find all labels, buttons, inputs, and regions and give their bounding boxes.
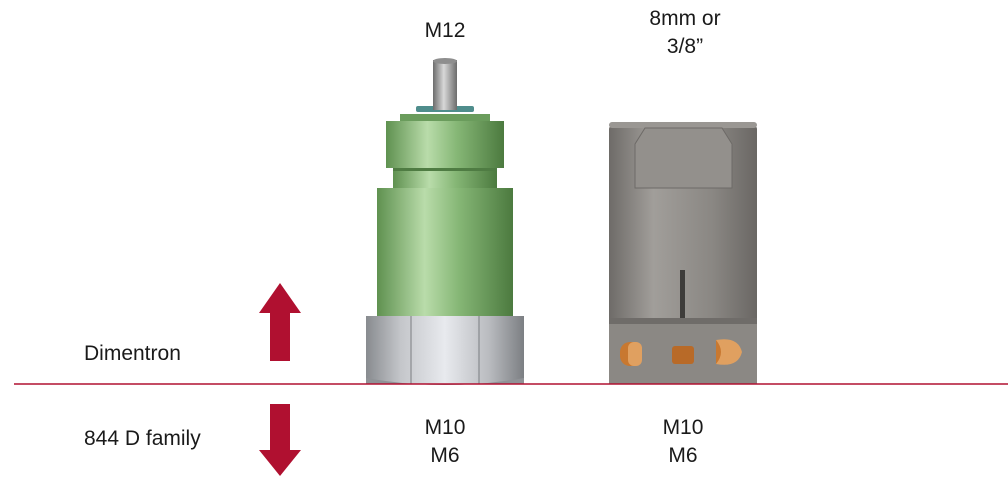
family-844-label: 844 D family xyxy=(84,427,201,450)
bottom-right-label-line1: M10 xyxy=(662,416,704,439)
dimentron-label: Dimentron xyxy=(84,342,181,365)
up-arrow-icon xyxy=(259,283,301,361)
top-left-thread-label: M12 xyxy=(424,19,466,42)
down-arrow-icon xyxy=(259,404,301,476)
sensor-8mm xyxy=(609,122,757,384)
bottom-right-label-line2: M6 xyxy=(668,444,698,467)
dimentron-sensor-m12 xyxy=(366,58,524,385)
bottom-left-label-line2: M6 xyxy=(430,444,460,467)
bottom-left-label-line1: M10 xyxy=(424,416,466,439)
top-right-label-line1: 8mm or xyxy=(649,7,721,30)
top-right-label-line2: 3/8” xyxy=(666,35,704,58)
